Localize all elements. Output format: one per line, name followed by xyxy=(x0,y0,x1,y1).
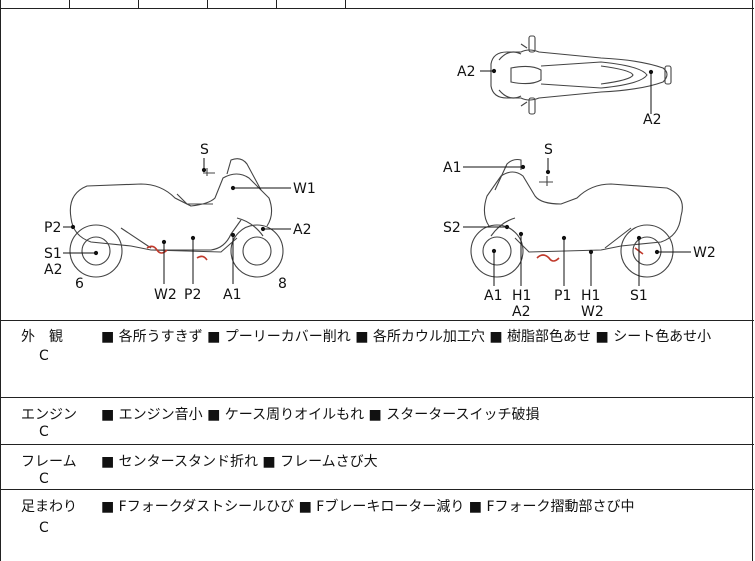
table-divider xyxy=(276,0,277,8)
section-title: エンジン xyxy=(21,407,77,423)
section-grade: C xyxy=(39,471,49,487)
diagram-label: P2 xyxy=(184,287,201,303)
section-findings: ■ Fフォークダストシールひび ■ Fブレーキローター減り ■ Fフォーク摺動部… xyxy=(101,499,635,515)
diagram-label: A2 xyxy=(643,112,661,128)
section-grade: C xyxy=(39,520,49,536)
diagram-label: A1 xyxy=(484,288,502,304)
section-title: 外 観 xyxy=(21,329,63,345)
scooter-left-view-drawing xyxy=(69,158,284,278)
table-divider xyxy=(207,0,208,8)
scooter-right-view-drawing xyxy=(470,158,683,278)
header-table-strip xyxy=(1,0,754,9)
section-frame: フレーム C ■ センタースタンド折れ ■ フレームさび大 xyxy=(1,445,754,490)
section-title: 足まわり xyxy=(21,499,77,515)
diagram-label: W2 xyxy=(154,287,177,303)
diagram-label: 8 xyxy=(278,276,287,292)
diagram-label: S xyxy=(200,142,209,158)
diagram-label: H1 xyxy=(581,288,600,304)
damage-diagram: A2 A2 S W1 A2 P2 S1 A2 6 W2 P2 A1 8 A1 S… xyxy=(1,8,754,321)
scooter-diagram-svg: A2 A2 S W1 A2 P2 S1 A2 6 W2 P2 A1 8 A1 S… xyxy=(44,35,716,320)
diagram-label: S xyxy=(544,142,553,158)
diagram-label: A2 xyxy=(512,304,530,320)
diagram-label: S1 xyxy=(44,246,62,262)
diagram-label: H1 xyxy=(512,288,531,304)
diagram-label: W2 xyxy=(581,304,604,320)
section-findings: ■ センタースタンド折れ ■ フレームさび大 xyxy=(101,454,378,470)
table-divider xyxy=(345,0,346,8)
section-grade: C xyxy=(39,424,49,440)
diagram-label: A2 xyxy=(293,222,311,238)
section-engine: エンジン C ■ エンジン音小 ■ ケース周りオイルもれ ■ スタータースイッチ… xyxy=(1,398,754,445)
diagram-label: S1 xyxy=(630,288,648,304)
section-findings: ■ エンジン音小 ■ ケース周りオイルもれ ■ スタータースイッチ破損 xyxy=(101,407,540,423)
diagram-label: 6 xyxy=(75,276,84,292)
diagram-label: A1 xyxy=(223,287,241,303)
section-suspension: 足まわり C ■ Fフォークダストシールひび ■ Fブレーキローター減り ■ F… xyxy=(1,490,754,561)
diagram-label: A2 xyxy=(457,64,475,80)
diagram-label: W2 xyxy=(693,245,716,261)
section-title: フレーム xyxy=(21,454,77,470)
section-grade: C xyxy=(39,348,49,364)
diagram-label: A2 xyxy=(44,262,62,278)
diagram-label: A1 xyxy=(443,160,461,176)
diagram-label: W1 xyxy=(293,181,316,197)
section-exterior: 外 観 C ■ 各所うすきず ■ プーリーカバー削れ ■ 各所カウル加工穴 ■ … xyxy=(1,320,754,398)
diagram-label: S2 xyxy=(443,220,461,236)
scooter-top-view-drawing xyxy=(490,35,672,115)
table-divider xyxy=(69,0,70,8)
table-divider xyxy=(138,0,139,8)
diagram-label: P2 xyxy=(44,220,61,236)
diagram-label: P1 xyxy=(554,288,571,304)
section-findings: ■ 各所うすきず ■ プーリーカバー削れ ■ 各所カウル加工穴 ■ 樹脂部色あせ… xyxy=(101,329,712,345)
